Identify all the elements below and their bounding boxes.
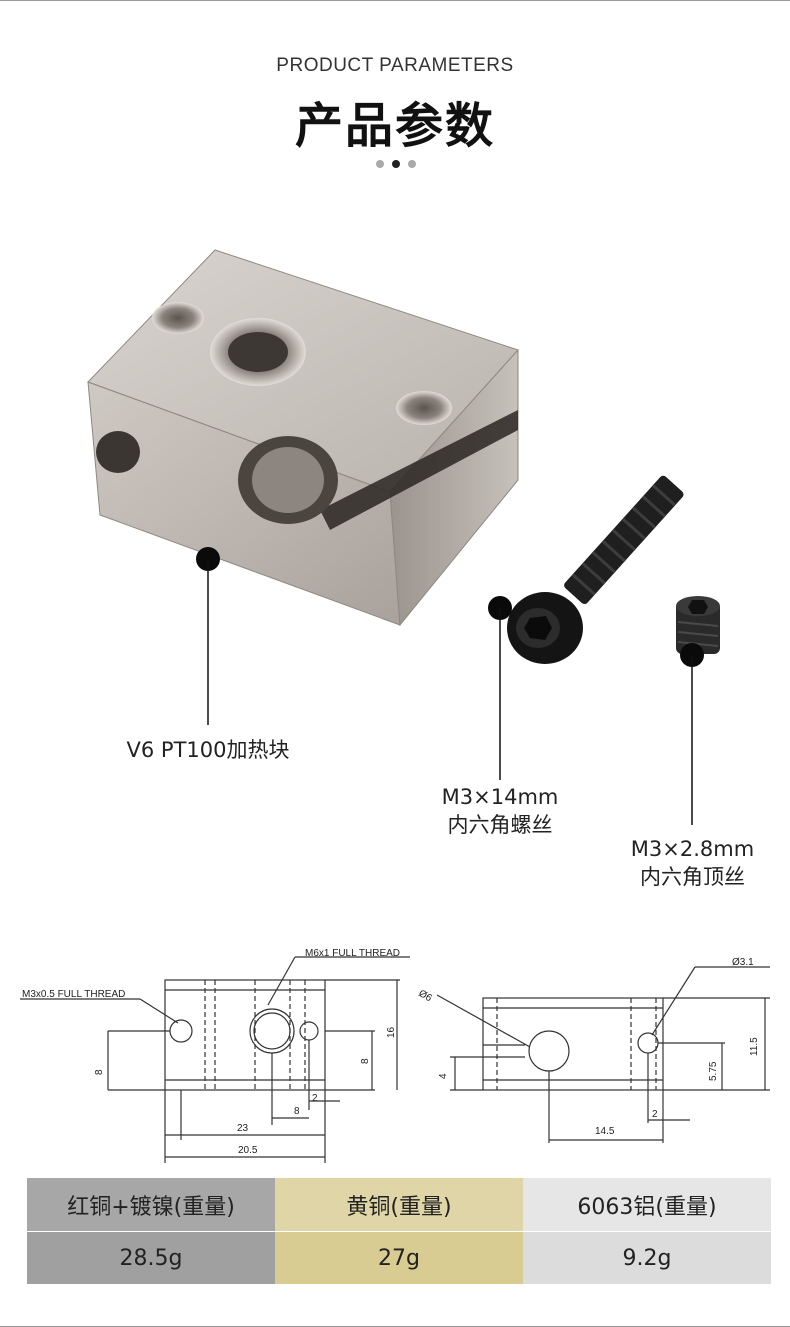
page-subtitle: PRODUCT PARAMETERS [276, 55, 514, 76]
callout-heater-block-line1: V6 PT100加热块 [126, 738, 290, 762]
thread-m6-label: M6x1 FULL THREAD [305, 948, 400, 959]
hex-screw-image [507, 475, 684, 664]
dot [408, 160, 416, 168]
top-divider [0, 0, 790, 1]
dim-h-575: 5.75 [708, 1061, 719, 1081]
dim-bottom-2a: 2 [312, 1093, 318, 1104]
dim-h-115: 11.5 [749, 1037, 760, 1056]
heater-block-image [87, 249, 519, 627]
thread-m3-label: M3x0.5 FULL THREAD [22, 989, 125, 1000]
dia31-label: Ø3.1 [732, 957, 754, 968]
dim-width-23: 23 [237, 1123, 249, 1134]
header-aluminum: 6063铝(重量) [523, 1178, 771, 1231]
pagination-dots [376, 160, 416, 170]
set-screw-image [676, 596, 720, 654]
dim-right-8: 8 [360, 1058, 371, 1064]
callout-hex-screw-line2: 内六角螺丝 [447, 813, 553, 837]
dim-bottom-2b: 2 [652, 1109, 658, 1120]
callout-set-screw-line2: 内六角顶丝 [640, 865, 745, 889]
header-copper: 红铜+镀镍(重量) [27, 1178, 275, 1231]
header-brass: 黄铜(重量) [275, 1178, 523, 1231]
dim-width-145: 14.5 [595, 1126, 615, 1137]
value-brass: 27g [275, 1232, 523, 1284]
side-view [436, 966, 770, 1143]
callout-hex-screw: M3×14mm 内六角螺丝 [410, 783, 590, 839]
callout-hex-screw-line1: M3×14mm [441, 785, 559, 809]
dim-height-16: 16 [386, 1026, 397, 1038]
dim-left-8: 8 [94, 1069, 105, 1075]
dot [376, 160, 384, 168]
technical-drawing: M6x1 FULL THREAD M3x0.5 FULL THREAD Ø6 Ø… [20, 948, 770, 1163]
product-photo [87, 249, 720, 825]
weight-spec-table: 红铜+镀镍(重量) 黄铜(重量) 6063铝(重量) 28.5g 27g 9.2… [27, 1178, 771, 1284]
value-copper: 28.5g [27, 1232, 275, 1284]
dim-bottom-8: 8 [294, 1106, 300, 1117]
dim-width-205: 20.5 [238, 1145, 258, 1156]
page-title: 产品参数 [294, 98, 495, 154]
dia6-label: Ø6 [417, 988, 434, 1004]
dim-h-4: 4 [438, 1073, 449, 1079]
dot-active [392, 160, 400, 168]
callout-heater-block: V6 PT100加热块 [108, 736, 308, 764]
callout-set-screw: M3×2.8mm 内六角顶丝 [600, 835, 785, 891]
dimension-labels: M6x1 FULL THREAD M3x0.5 FULL THREAD Ø6 Ø… [22, 948, 760, 1156]
front-view [20, 956, 410, 1163]
table-divider [27, 1231, 771, 1232]
value-aluminum: 9.2g [523, 1232, 771, 1284]
callout-set-screw-line1: M3×2.8mm [630, 837, 755, 861]
